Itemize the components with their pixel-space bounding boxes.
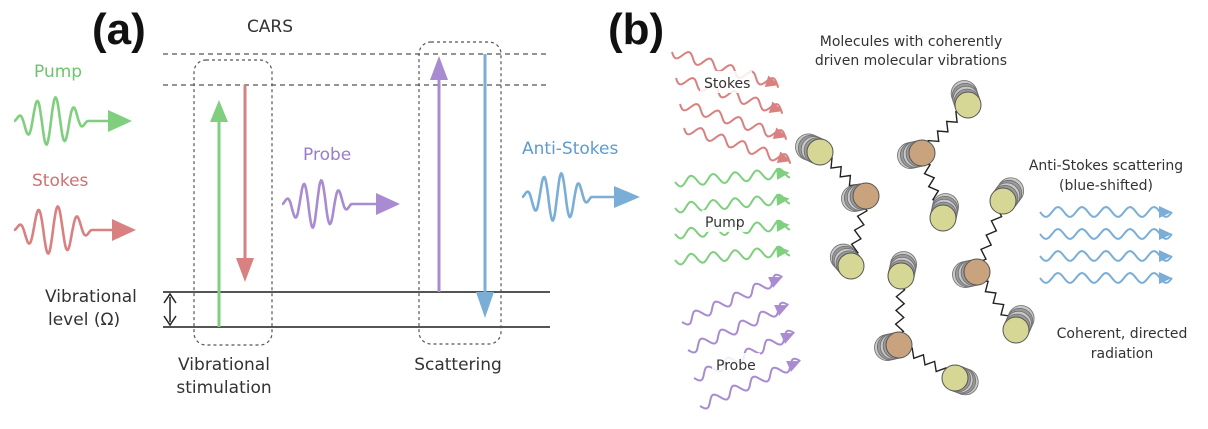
- b-stokes-label: Stokes: [704, 76, 750, 92]
- stokes-transition-arrow: [236, 85, 254, 282]
- stokes-label: Stokes: [32, 171, 89, 191]
- stokes-beams: [671, 51, 792, 165]
- b-pump-label: Pump: [705, 215, 745, 231]
- molecules-label-line1: Molecules with coherently: [820, 34, 1002, 50]
- scattering-box: [418, 41, 502, 345]
- probe-transition-arrow: [430, 56, 448, 292]
- antistokes-wave: [521, 171, 640, 223]
- scatter-label-line2: (blue-shifted): [1059, 178, 1153, 194]
- molecules-label-line2: driven molecular vibrations: [815, 53, 1007, 69]
- probe-beams: [681, 273, 801, 410]
- panel-b: (b) Molecules with coherently driven mol…: [608, 5, 1188, 410]
- pump-beams: [674, 167, 791, 266]
- probe-label: Probe: [303, 145, 351, 165]
- radiation-label-line2: radiation: [1091, 346, 1154, 362]
- scattering-label: Scattering: [414, 355, 502, 375]
- cars-title: CARS: [247, 17, 293, 37]
- vib-level-line2: level (Ω): [48, 310, 120, 330]
- pump-wave: [13, 95, 132, 147]
- molecule-cluster: [795, 80, 1035, 396]
- panel-a: (a) CARS Vibrational level (Ω): [13, 5, 640, 398]
- b-probe-label: Probe: [716, 358, 756, 374]
- scatter-label-line1: Anti-Stokes scattering: [1029, 158, 1183, 174]
- antistokes-beams: [1039, 205, 1173, 284]
- stimulation-label-line1: Vibrational: [178, 355, 270, 375]
- vibrational-gap-arrow: [163, 292, 177, 327]
- stimulation-box: [193, 59, 273, 346]
- antistokes-label: Anti-Stokes: [522, 139, 618, 159]
- antistokes-transition-arrow: [476, 54, 494, 318]
- stimulation-label-line2: stimulation: [176, 378, 271, 398]
- panel-a-letter: (a): [92, 5, 146, 54]
- pump-transition-arrow: [210, 100, 228, 327]
- panel-b-letter: (b): [608, 5, 664, 54]
- probe-wave: [281, 178, 400, 230]
- radiation-label-line1: Coherent, directed: [1057, 326, 1188, 342]
- pump-label: Pump: [34, 62, 82, 82]
- vib-level-line1: Vibrational: [45, 287, 137, 307]
- stokes-wave: [13, 204, 136, 256]
